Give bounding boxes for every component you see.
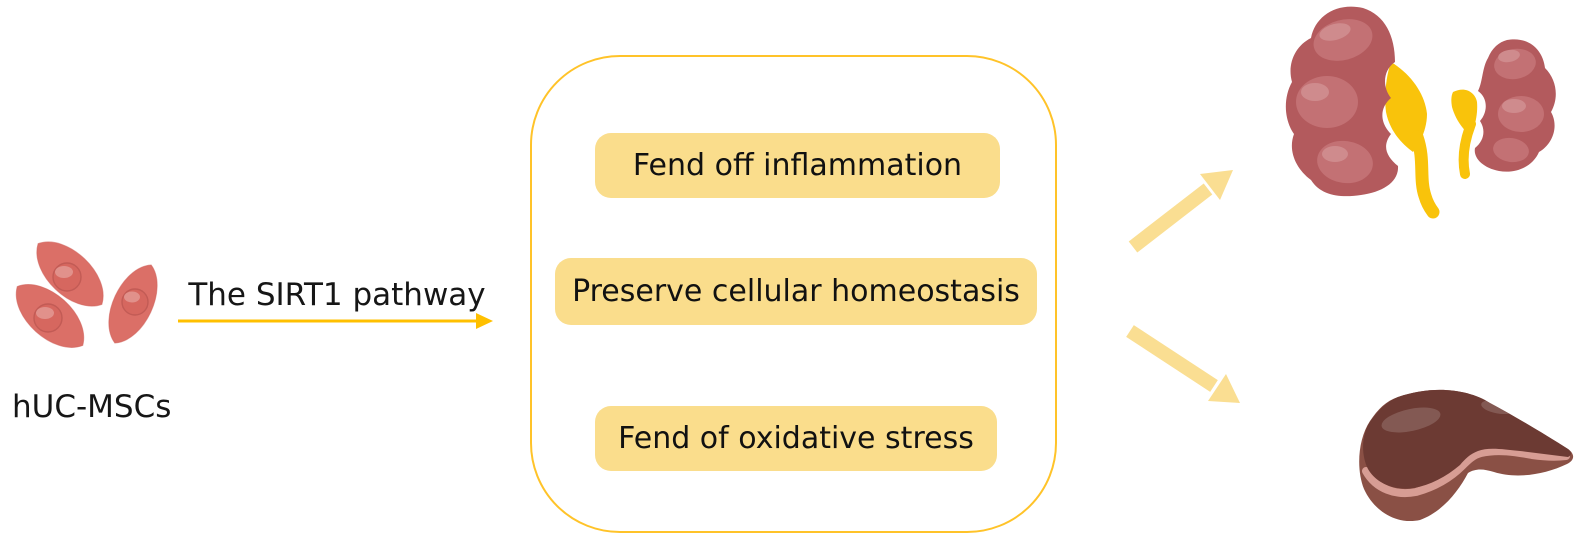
pathway-label: The SIRT1 pathway <box>188 277 486 313</box>
effect-box-oxidative-stress: Fend of oxidative stress <box>595 406 997 471</box>
effect-label: Fend off inflammation <box>632 148 963 183</box>
effect-box-inflammation: Fend off inflammation <box>595 133 1000 198</box>
liver-body <box>1359 389 1574 522</box>
kidneys-icon <box>1285 6 1556 219</box>
right-ureter <box>1451 89 1478 179</box>
cell-1 <box>36 241 104 307</box>
msc-cells-icon <box>15 241 158 348</box>
effect-box-homeostasis: Preserve cellular homeostasis <box>555 258 1037 325</box>
liver-icon <box>1359 389 1574 522</box>
effect-label: Preserve cellular homeostasis <box>572 274 1020 309</box>
left-ureter <box>1385 62 1440 219</box>
arrow-to-liver <box>1126 325 1240 403</box>
left-kidney <box>1285 6 1399 197</box>
effect-label: Fend of oxidative stress <box>618 421 974 456</box>
arrow-to-kidneys <box>1128 170 1233 253</box>
cell-3 <box>108 264 158 344</box>
right-kidney <box>1474 39 1556 172</box>
cell-2 <box>15 284 85 348</box>
pathway-arrow <box>178 313 493 329</box>
source-label: hUC-MSCs <box>12 389 172 425</box>
